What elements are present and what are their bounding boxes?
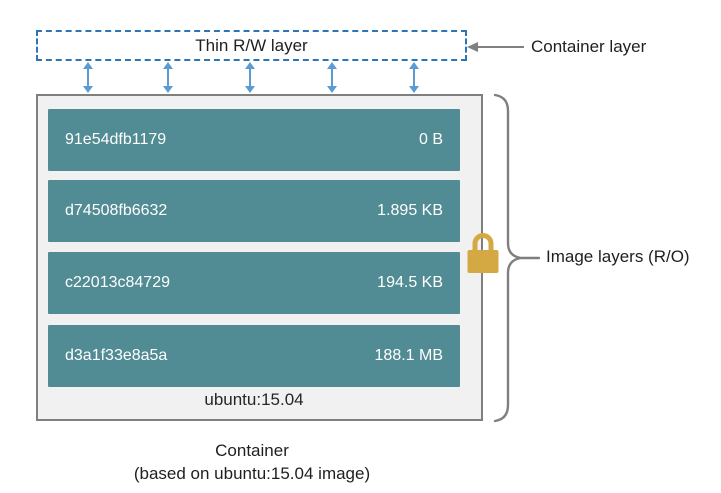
image-layer-row: d3a1f33e8a5a 188.1 MB (48, 325, 460, 387)
layer-id: d74508fb6632 (65, 202, 168, 219)
image-layer-row: d74508fb6632 1.895 KB (48, 180, 460, 242)
caption-line1: Container (215, 441, 289, 460)
thin-rw-layer-label: Thin R/W layer (195, 35, 308, 55)
layer-id: c22013c84729 (65, 274, 170, 291)
thin-rw-layer-box: Thin R/W layer (36, 30, 467, 61)
bidirectional-arrow-icon (326, 62, 338, 93)
lock-icon (467, 233, 499, 273)
image-layers-label: Image layers (R/O) (546, 247, 690, 266)
layer-size: 1.895 KB (377, 202, 443, 219)
layer-size: 194.5 KB (377, 274, 443, 291)
image-layer-row: 91e54dfb1179 0 B (48, 109, 460, 171)
bidirectional-arrow-icon (244, 62, 256, 93)
base-image-label: ubuntu:15.04 (204, 390, 304, 409)
layer-id: d3a1f33e8a5a (65, 347, 168, 364)
container-box: 91e54dfb1179 0 B d74508fb6632 1.895 KB c… (36, 94, 483, 421)
bidirectional-arrow-icon (82, 62, 94, 93)
layer-id: 91e54dfb1179 (65, 131, 167, 148)
curly-brace (493, 93, 541, 423)
callout-line (477, 46, 524, 48)
left-arrowhead-icon (467, 42, 478, 52)
container-layer-label: Container layer (531, 37, 647, 56)
caption: Container (based on ubuntu:15.04 image) (36, 439, 468, 485)
image-layer-row: c22013c84729 194.5 KB (48, 252, 460, 314)
caption-line2: (based on ubuntu:15.04 image) (133, 464, 371, 483)
bidirectional-arrow-icon (408, 62, 420, 93)
layer-size: 0 B (418, 131, 443, 148)
bidirectional-arrow-icon (162, 62, 174, 93)
layer-size: 188.1 MB (374, 347, 443, 364)
